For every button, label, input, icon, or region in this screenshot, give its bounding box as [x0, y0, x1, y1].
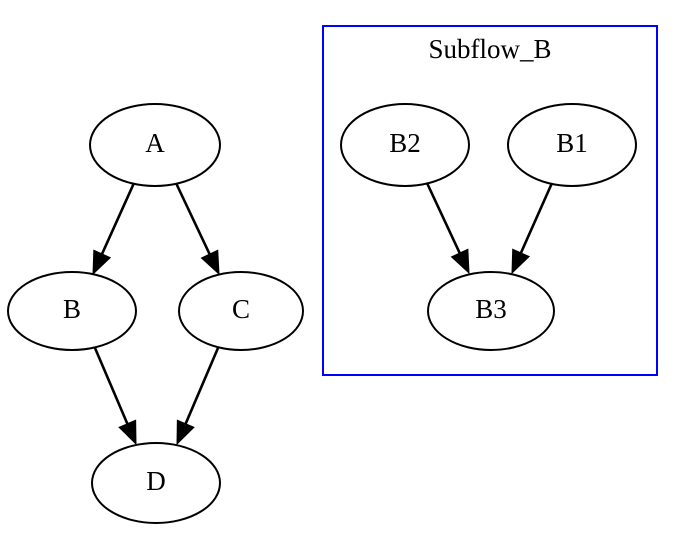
node-label: B3 [475, 294, 507, 324]
node-B1[interactable]: B1 [507, 103, 637, 187]
edge-C-to-D [176, 347, 220, 446]
node-B[interactable]: B [7, 271, 137, 351]
edge-A-to-C [174, 182, 220, 276]
cluster-border [322, 25, 658, 376]
node-C[interactable]: C [178, 271, 304, 351]
edge-B2-to-B3 [425, 182, 470, 275]
node-B3[interactable]: B3 [427, 271, 555, 351]
edge-arrowhead [450, 248, 470, 275]
node-shape[interactable] [91, 442, 221, 524]
cluster-Subflow_B: Subflow_B [322, 25, 658, 376]
clusters-layer: Subflow_B [322, 25, 658, 376]
edge-line [99, 182, 136, 259]
edge-A-to-B [92, 182, 136, 276]
edge-arrowhead [92, 249, 112, 276]
node-A[interactable]: A [89, 103, 221, 187]
node-shape[interactable] [340, 103, 470, 187]
edge-line [425, 182, 463, 258]
edge-arrowhead [200, 249, 220, 276]
node-shape[interactable] [178, 271, 304, 351]
edge-line [174, 182, 213, 259]
node-label: D [146, 466, 166, 496]
edge-arrowhead [176, 419, 195, 446]
node-label: B1 [556, 128, 588, 158]
node-label: B [63, 294, 81, 324]
node-label: C [232, 294, 250, 324]
node-label: B2 [389, 128, 421, 158]
node-shape[interactable] [427, 271, 555, 351]
node-shape[interactable] [7, 271, 137, 351]
edge-B-to-D [93, 347, 137, 446]
node-label: A [145, 128, 165, 158]
edge-arrowhead [511, 248, 531, 275]
edges-layer [92, 182, 554, 446]
node-shape[interactable] [507, 103, 637, 187]
node-B2[interactable]: B2 [340, 103, 470, 187]
edge-line [182, 347, 220, 428]
edge-line [518, 182, 554, 258]
edge-arrowhead [118, 419, 137, 446]
edge-line [93, 347, 131, 428]
cluster-label: Subflow_B [428, 34, 551, 64]
node-shape[interactable] [89, 103, 221, 187]
node-D[interactable]: D [91, 442, 221, 524]
edge-B1-to-B3 [511, 182, 554, 275]
